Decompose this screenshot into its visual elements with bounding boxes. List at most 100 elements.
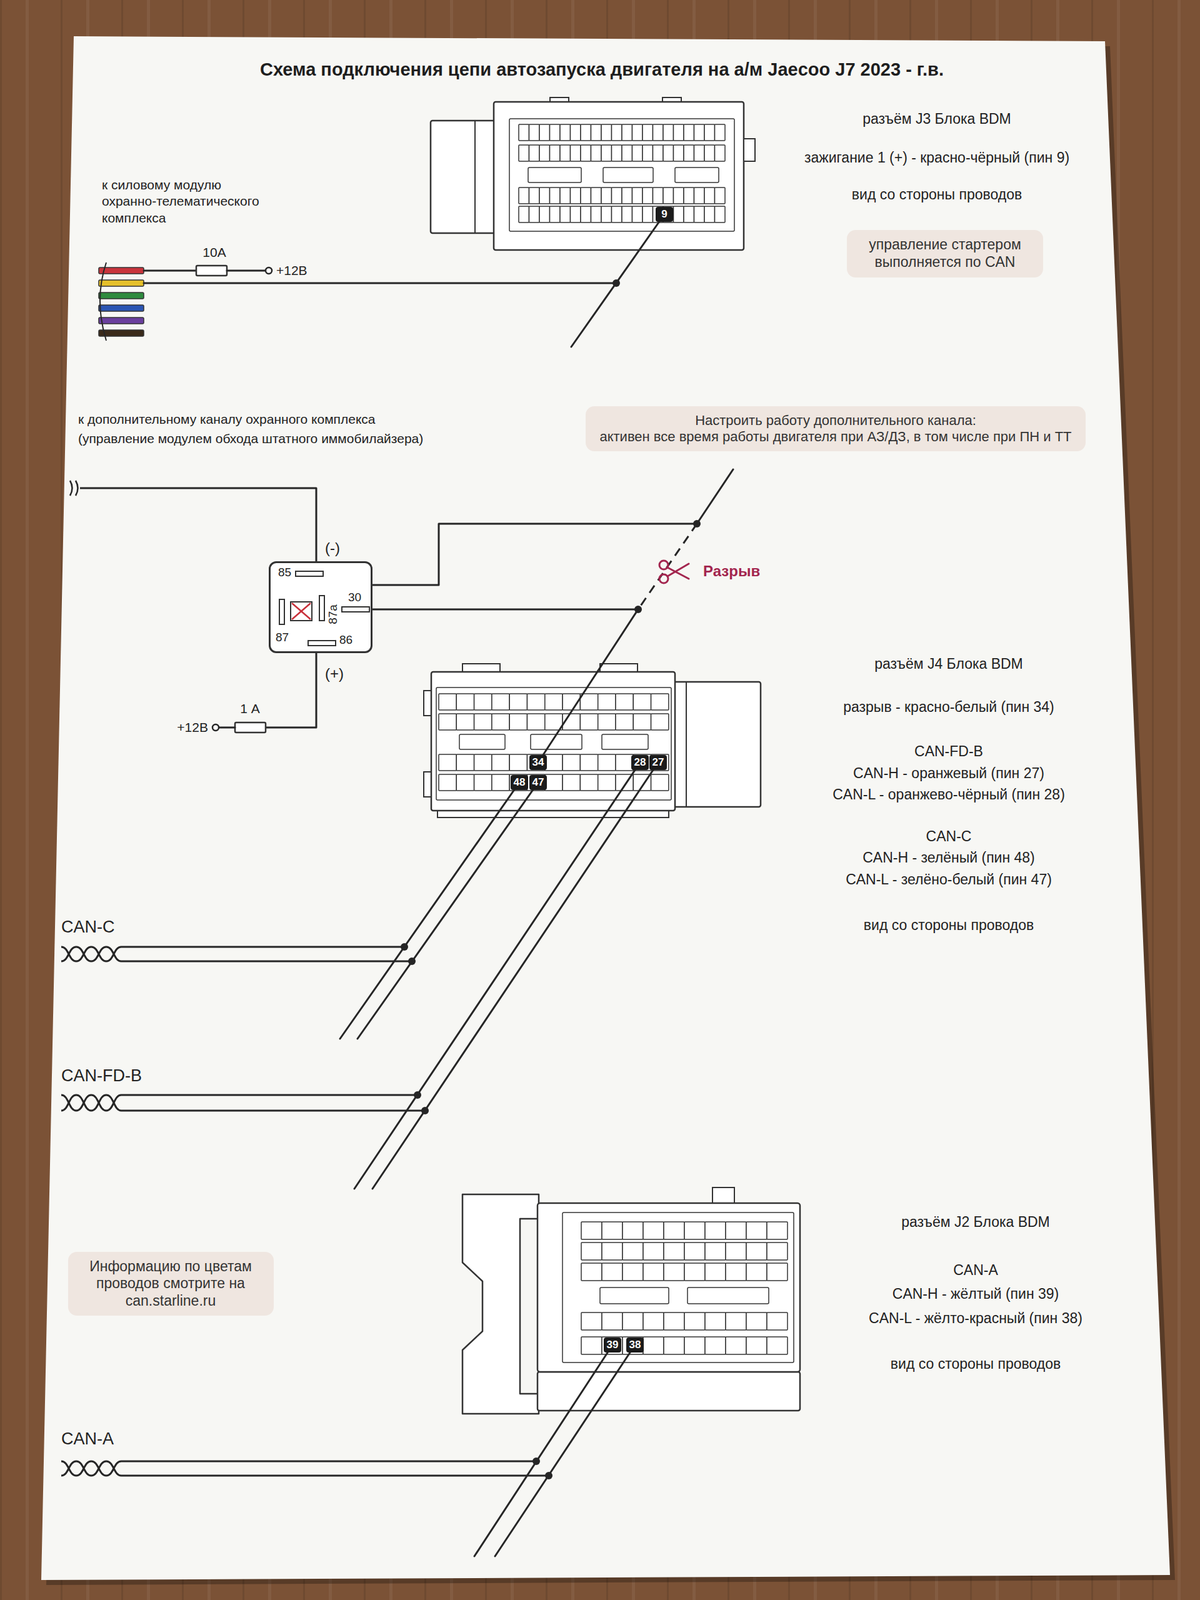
label-text: (+) — [325, 665, 344, 684]
connector-clip — [743, 138, 755, 162]
relay-coil — [290, 601, 312, 621]
pin-cell — [643, 1242, 664, 1260]
pin-number: 28 — [634, 756, 647, 769]
junction-dot — [532, 1457, 540, 1465]
connector-plug — [673, 681, 761, 807]
pin-cell — [529, 206, 540, 223]
pin-cell — [705, 1221, 726, 1240]
pin-number: 48 — [513, 776, 526, 789]
pin-cell — [529, 145, 540, 162]
pin-cell — [621, 145, 633, 162]
pin-number: 39 — [606, 1338, 619, 1351]
relay-power-wire — [218, 726, 235, 729]
pin-cell — [622, 1336, 644, 1355]
label-text: к дополнительному каналу охранного компл… — [78, 411, 376, 427]
pin-wire — [571, 214, 665, 347]
pin-cell — [580, 693, 598, 710]
pin-number: 34 — [532, 756, 545, 769]
twisted-pair-wire — [61, 1461, 549, 1476]
note-text: активен все время работы двигателя при А… — [599, 428, 1072, 445]
label-text: вид со стороны проводов — [863, 916, 1034, 935]
relay-cross — [291, 603, 311, 620]
connector-body — [537, 1203, 800, 1372]
connector-window — [601, 734, 649, 750]
pin-cell — [725, 1221, 747, 1240]
label-text: разрыв - красно-белый (пин 34) — [843, 698, 1055, 717]
pin-cell — [438, 754, 457, 771]
label-text: разъём J4 Блока BDM — [874, 655, 1024, 674]
pin-cell — [611, 145, 623, 162]
pin-cell — [673, 206, 685, 223]
pin-cell — [545, 693, 563, 710]
relay-contact — [295, 571, 324, 577]
terminal-symbol — [212, 724, 219, 731]
fuse-symbol — [196, 265, 227, 276]
pin-cell — [601, 1263, 623, 1281]
pin-cell — [456, 754, 474, 771]
pin-cell — [642, 124, 654, 141]
pin-cell — [560, 206, 571, 223]
pin-cell — [570, 124, 582, 141]
scissors-blade — [667, 563, 689, 577]
connector-window — [530, 734, 582, 750]
junction-dot — [545, 1471, 553, 1480]
pin-cell — [601, 1312, 623, 1330]
pin-cell — [539, 124, 550, 141]
pin-cell — [651, 693, 669, 710]
pin-cell — [611, 206, 623, 223]
fuse-symbol — [235, 722, 266, 733]
pin-cell — [456, 693, 474, 710]
pin-cell — [581, 1263, 602, 1281]
connector-divider — [474, 120, 476, 234]
pin-cell — [622, 1242, 644, 1260]
pin-cell — [581, 1242, 602, 1260]
connector-window — [603, 167, 654, 183]
pin-cell — [601, 1221, 623, 1240]
pin-cell — [725, 1263, 747, 1281]
pin-cell — [622, 1221, 644, 1240]
pin-cell — [642, 145, 654, 162]
pin-cell — [580, 206, 592, 223]
junction-dot — [400, 943, 409, 951]
pin-cell — [509, 693, 527, 710]
pin-cell — [633, 693, 651, 710]
pin-badge: 47 — [529, 775, 547, 790]
pin-cell — [570, 187, 582, 204]
cable-strand — [98, 330, 144, 337]
pin-cell — [550, 145, 561, 162]
pin-number: 9 — [661, 208, 667, 220]
pin-cell — [509, 713, 527, 730]
pin-cell — [518, 206, 530, 223]
pin-cell — [539, 187, 550, 204]
pin-cell — [580, 145, 592, 162]
pin-wire — [340, 782, 520, 1039]
pin-cell — [601, 187, 612, 204]
label-text: 10A — [202, 244, 226, 260]
pin-cell — [601, 124, 612, 141]
pin-cell — [581, 1312, 602, 1330]
pin-cell — [598, 774, 616, 791]
cable-strand — [98, 317, 144, 324]
pin-cell — [562, 774, 580, 791]
pin-cell — [527, 713, 545, 730]
pin-cell — [653, 124, 664, 141]
cable-strand — [98, 292, 144, 299]
relay-wire — [372, 523, 697, 585]
pin-cell — [474, 754, 492, 771]
connector-frame — [509, 118, 735, 232]
pin-cell — [601, 1336, 623, 1355]
pin-cell — [539, 145, 550, 162]
cable-strand — [98, 280, 144, 287]
pin-cell — [673, 145, 685, 162]
pin-cell — [438, 693, 457, 710]
pin-cell — [653, 145, 664, 162]
cut-wire — [696, 469, 734, 524]
pin-cell — [725, 1242, 747, 1260]
pin-cell — [632, 145, 644, 162]
pin-badge: 9 — [655, 206, 674, 222]
pin-cell — [529, 124, 540, 141]
relay-contact — [279, 599, 285, 625]
pin-cell — [518, 187, 530, 204]
pin-cell — [550, 124, 561, 141]
